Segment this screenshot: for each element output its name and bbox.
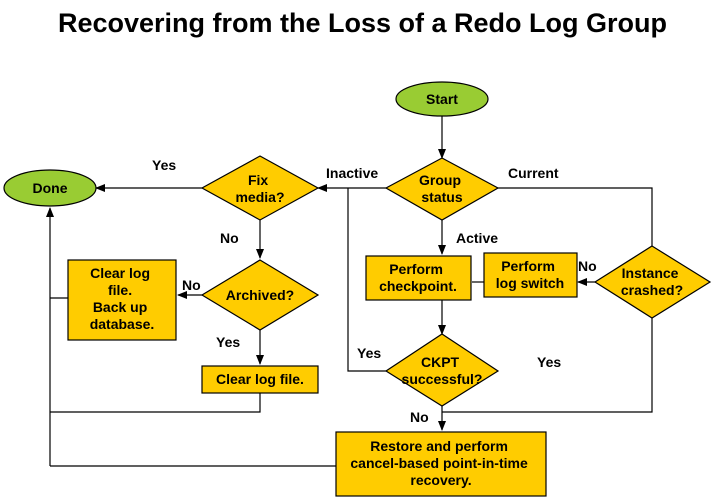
group-status-decision bbox=[384, 157, 500, 221]
edge-label-no-fix: No bbox=[220, 230, 239, 246]
perform-checkpoint-box bbox=[365, 255, 472, 301]
archived-decision bbox=[200, 259, 320, 331]
perform-log-switch-box bbox=[483, 252, 578, 298]
edge-label-active: Active bbox=[456, 230, 498, 246]
connectors bbox=[46, 116, 653, 467]
edge-group-current bbox=[498, 187, 653, 246]
edge-label-yes-instance: Yes bbox=[537, 354, 561, 370]
perform-checkpoint-label: Perform checkpoint. bbox=[379, 261, 457, 294]
edge-label-yes-done: Yes bbox=[152, 157, 176, 173]
edge-label-current: Current bbox=[508, 165, 559, 181]
edge-label-no-instance: No bbox=[578, 258, 597, 274]
restore-recovery-label: Restore and perform cancel-based point-i… bbox=[350, 438, 531, 488]
fix-media-decision bbox=[200, 155, 320, 221]
clear-log-file-box bbox=[201, 365, 319, 394]
edge-label-yes-ckpt: Yes bbox=[357, 345, 381, 361]
edge-clearlog-to-done bbox=[50, 393, 261, 413]
edge-label-inactive: Inactive bbox=[326, 165, 378, 181]
edge-label-no-ckpt: No bbox=[410, 409, 429, 425]
archived-label: Archived? bbox=[226, 287, 294, 303]
edge-instance-yes bbox=[442, 318, 653, 413]
clear-log-backup-label: Clear log file. Back up database. bbox=[90, 265, 155, 332]
page-title: Recovering from the Loss of a Redo Log G… bbox=[57, 8, 668, 38]
restore-recovery-box bbox=[335, 431, 547, 497]
clear-log-file-label: Clear log file. bbox=[216, 371, 304, 387]
done-label: Done bbox=[33, 180, 68, 196]
edge-label-no-archived: No bbox=[182, 277, 201, 293]
perform-log-switch-label: Perform log switch bbox=[496, 258, 564, 291]
clear-log-backup-box bbox=[67, 259, 177, 341]
ckpt-successful-label: CKPT successful? bbox=[402, 354, 483, 387]
edge-label-yes-archived: Yes bbox=[216, 334, 240, 350]
ckpt-successful-decision bbox=[384, 333, 500, 407]
group-status-label: Group status bbox=[419, 172, 465, 205]
start-node bbox=[395, 81, 489, 117]
start-label: Start bbox=[426, 91, 458, 107]
instance-crashed-decision bbox=[593, 245, 712, 319]
instance-crashed-label: Instance crashed? bbox=[621, 265, 683, 298]
edge-ckpt-yes-inactive bbox=[347, 188, 386, 372]
done-node bbox=[3, 169, 97, 207]
fix-media-label: Fix media? bbox=[235, 172, 284, 205]
